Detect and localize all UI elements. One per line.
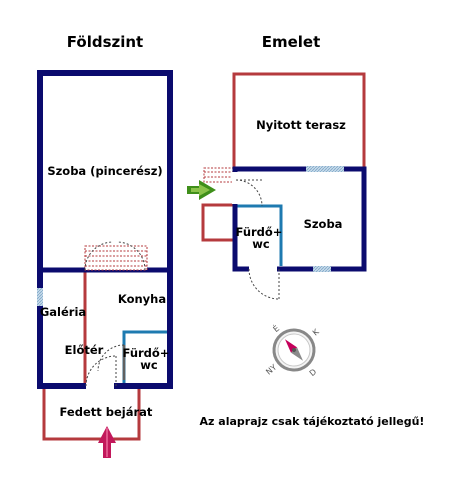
hallway-label: Előtér: [65, 343, 104, 357]
upper-bottom-door-swing: [248, 268, 280, 300]
stairs-arrow-icon: [187, 180, 216, 200]
bathroom-door-swing: [97, 344, 125, 372]
ground-floor-plan: [37, 70, 173, 441]
bathroom-upper-label-1: Fürdő+: [236, 225, 283, 239]
upper-bottom-window: [313, 266, 331, 272]
gallery-label: Galéria: [40, 305, 86, 319]
compass-west: NY: [264, 363, 278, 377]
upper-floor-plan: [201, 72, 367, 300]
entrance-door-gap: [86, 383, 114, 389]
stair-landing-outline: [201, 203, 233, 242]
ground-outer-wall: [37, 70, 173, 389]
upper-room-label: Szoba: [304, 217, 343, 231]
ground-floor-title: Földszint: [67, 33, 143, 51]
compass-south: D: [308, 367, 319, 378]
upper-floor-title: Emelet: [262, 33, 321, 51]
upper-stairs: [203, 167, 235, 183]
upper-top-window: [306, 166, 344, 172]
covered-entrance-label: Fedett bejárat: [60, 405, 153, 419]
compass-icon: É K D NY: [264, 322, 321, 378]
bathroom-ground-label-2: wc: [140, 358, 158, 372]
upper-entry-door-swing: [235, 179, 263, 207]
compass-east: K: [311, 327, 321, 338]
gallery-window: [37, 288, 43, 306]
kitchen-label: Konyha: [118, 292, 166, 306]
upper-bathroom-wall: [237, 204, 283, 266]
terrace-outline: [232, 72, 366, 168]
upper-outer-wall: [232, 166, 367, 272]
staircase: [84, 241, 148, 271]
room-basement-label: Szoba (pincerész): [47, 164, 162, 178]
bathroom-ground-label-1: Fürdő+: [123, 346, 170, 360]
entrance-arrow-icon: [98, 426, 116, 458]
entrance-door-swing: [85, 355, 117, 387]
compass-north: É: [270, 322, 281, 334]
disclaimer-note: Az alaprajz csak tájékoztató jellegű!: [200, 415, 425, 428]
bathroom-upper-label-2: wc: [252, 237, 270, 251]
open-terrace-label: Nyitott terasz: [256, 118, 346, 132]
